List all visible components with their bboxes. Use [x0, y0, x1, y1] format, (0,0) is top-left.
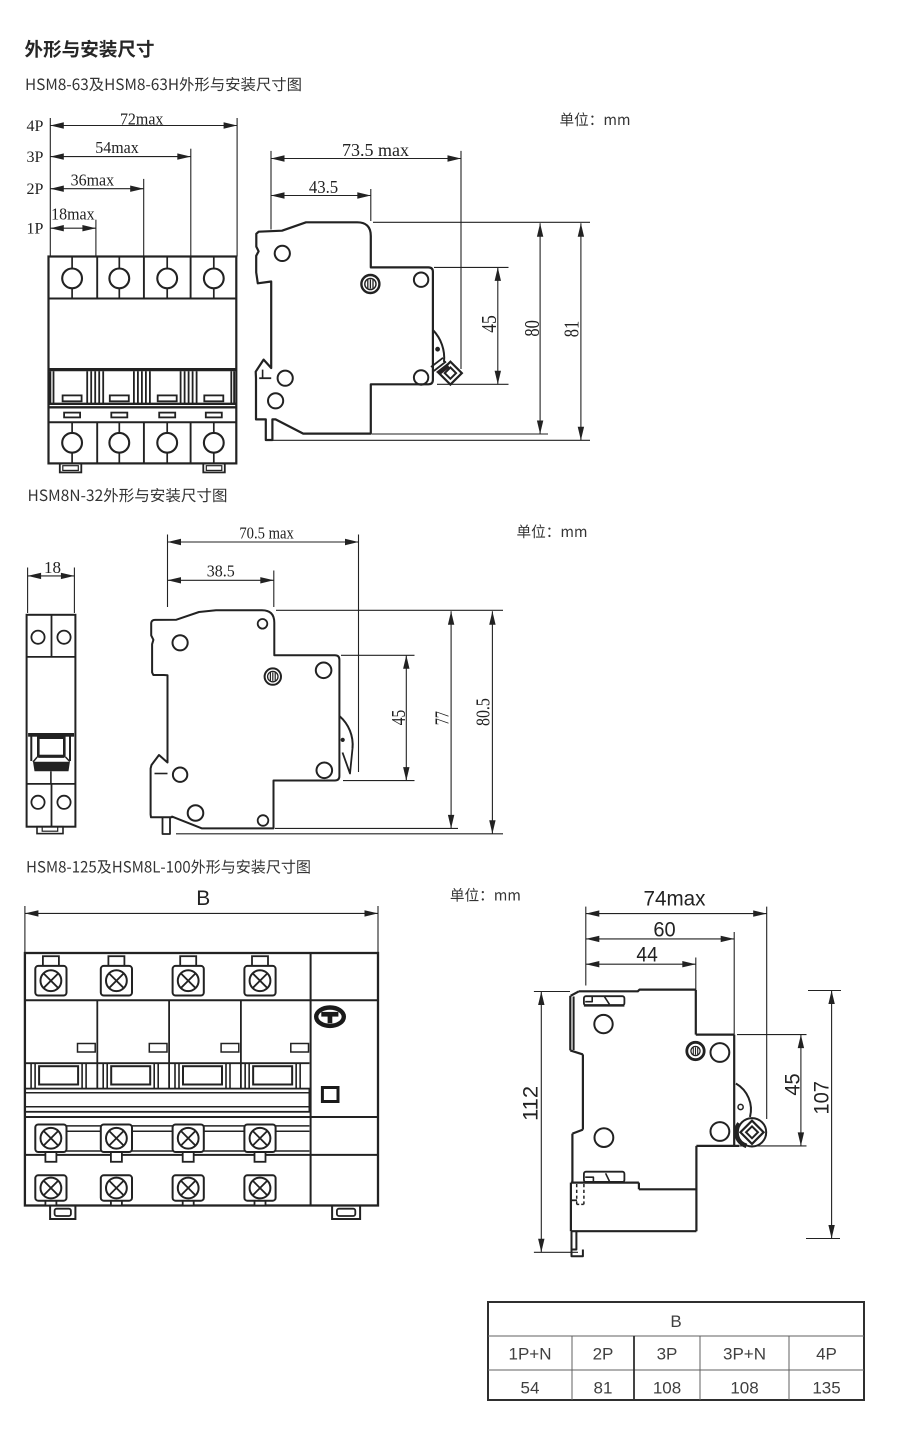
svg-text:77: 77 — [433, 711, 454, 725]
svg-text:43.5: 43.5 — [309, 177, 339, 197]
svg-text:60: 60 — [653, 918, 675, 942]
svg-text:3P+N: 3P+N — [723, 1344, 766, 1363]
svg-text:4P: 4P — [27, 118, 44, 135]
svg-text:73.5 max: 73.5 max — [342, 140, 409, 160]
svg-text:1P+N: 1P+N — [509, 1344, 552, 1363]
svg-text:2P: 2P — [27, 181, 44, 198]
svg-text:44: 44 — [636, 943, 657, 967]
svg-text:81: 81 — [594, 1378, 613, 1397]
svg-text:2P: 2P — [593, 1344, 614, 1363]
svg-text:45: 45 — [781, 1073, 805, 1095]
svg-text:72max: 72max — [120, 109, 164, 128]
svg-text:3P: 3P — [657, 1344, 678, 1363]
svg-text:38.5: 38.5 — [207, 561, 235, 580]
svg-text:45: 45 — [477, 315, 501, 333]
svg-text:74max: 74max — [644, 888, 706, 911]
svg-text:107: 107 — [810, 1081, 834, 1115]
svg-text:B: B — [196, 887, 210, 910]
svg-text:70.5 max: 70.5 max — [239, 524, 294, 543]
svg-text:108: 108 — [730, 1378, 758, 1397]
svg-text:54max: 54max — [95, 138, 139, 157]
svg-text:45: 45 — [389, 710, 410, 726]
svg-text:80.5: 80.5 — [474, 698, 495, 726]
svg-text:18: 18 — [44, 558, 61, 577]
svg-text:108: 108 — [653, 1378, 681, 1397]
svg-text:18max: 18max — [51, 205, 95, 224]
svg-text:81: 81 — [559, 321, 583, 338]
svg-text:54: 54 — [521, 1378, 540, 1397]
svg-text:36max: 36max — [71, 170, 115, 189]
svg-text:B: B — [670, 1312, 681, 1331]
svg-text:1P: 1P — [27, 221, 44, 238]
svg-text:135: 135 — [812, 1378, 840, 1397]
svg-text:112: 112 — [518, 1086, 542, 1121]
svg-text:4P: 4P — [816, 1344, 837, 1363]
svg-text:3P: 3P — [27, 149, 44, 166]
svg-text:80: 80 — [520, 320, 544, 337]
